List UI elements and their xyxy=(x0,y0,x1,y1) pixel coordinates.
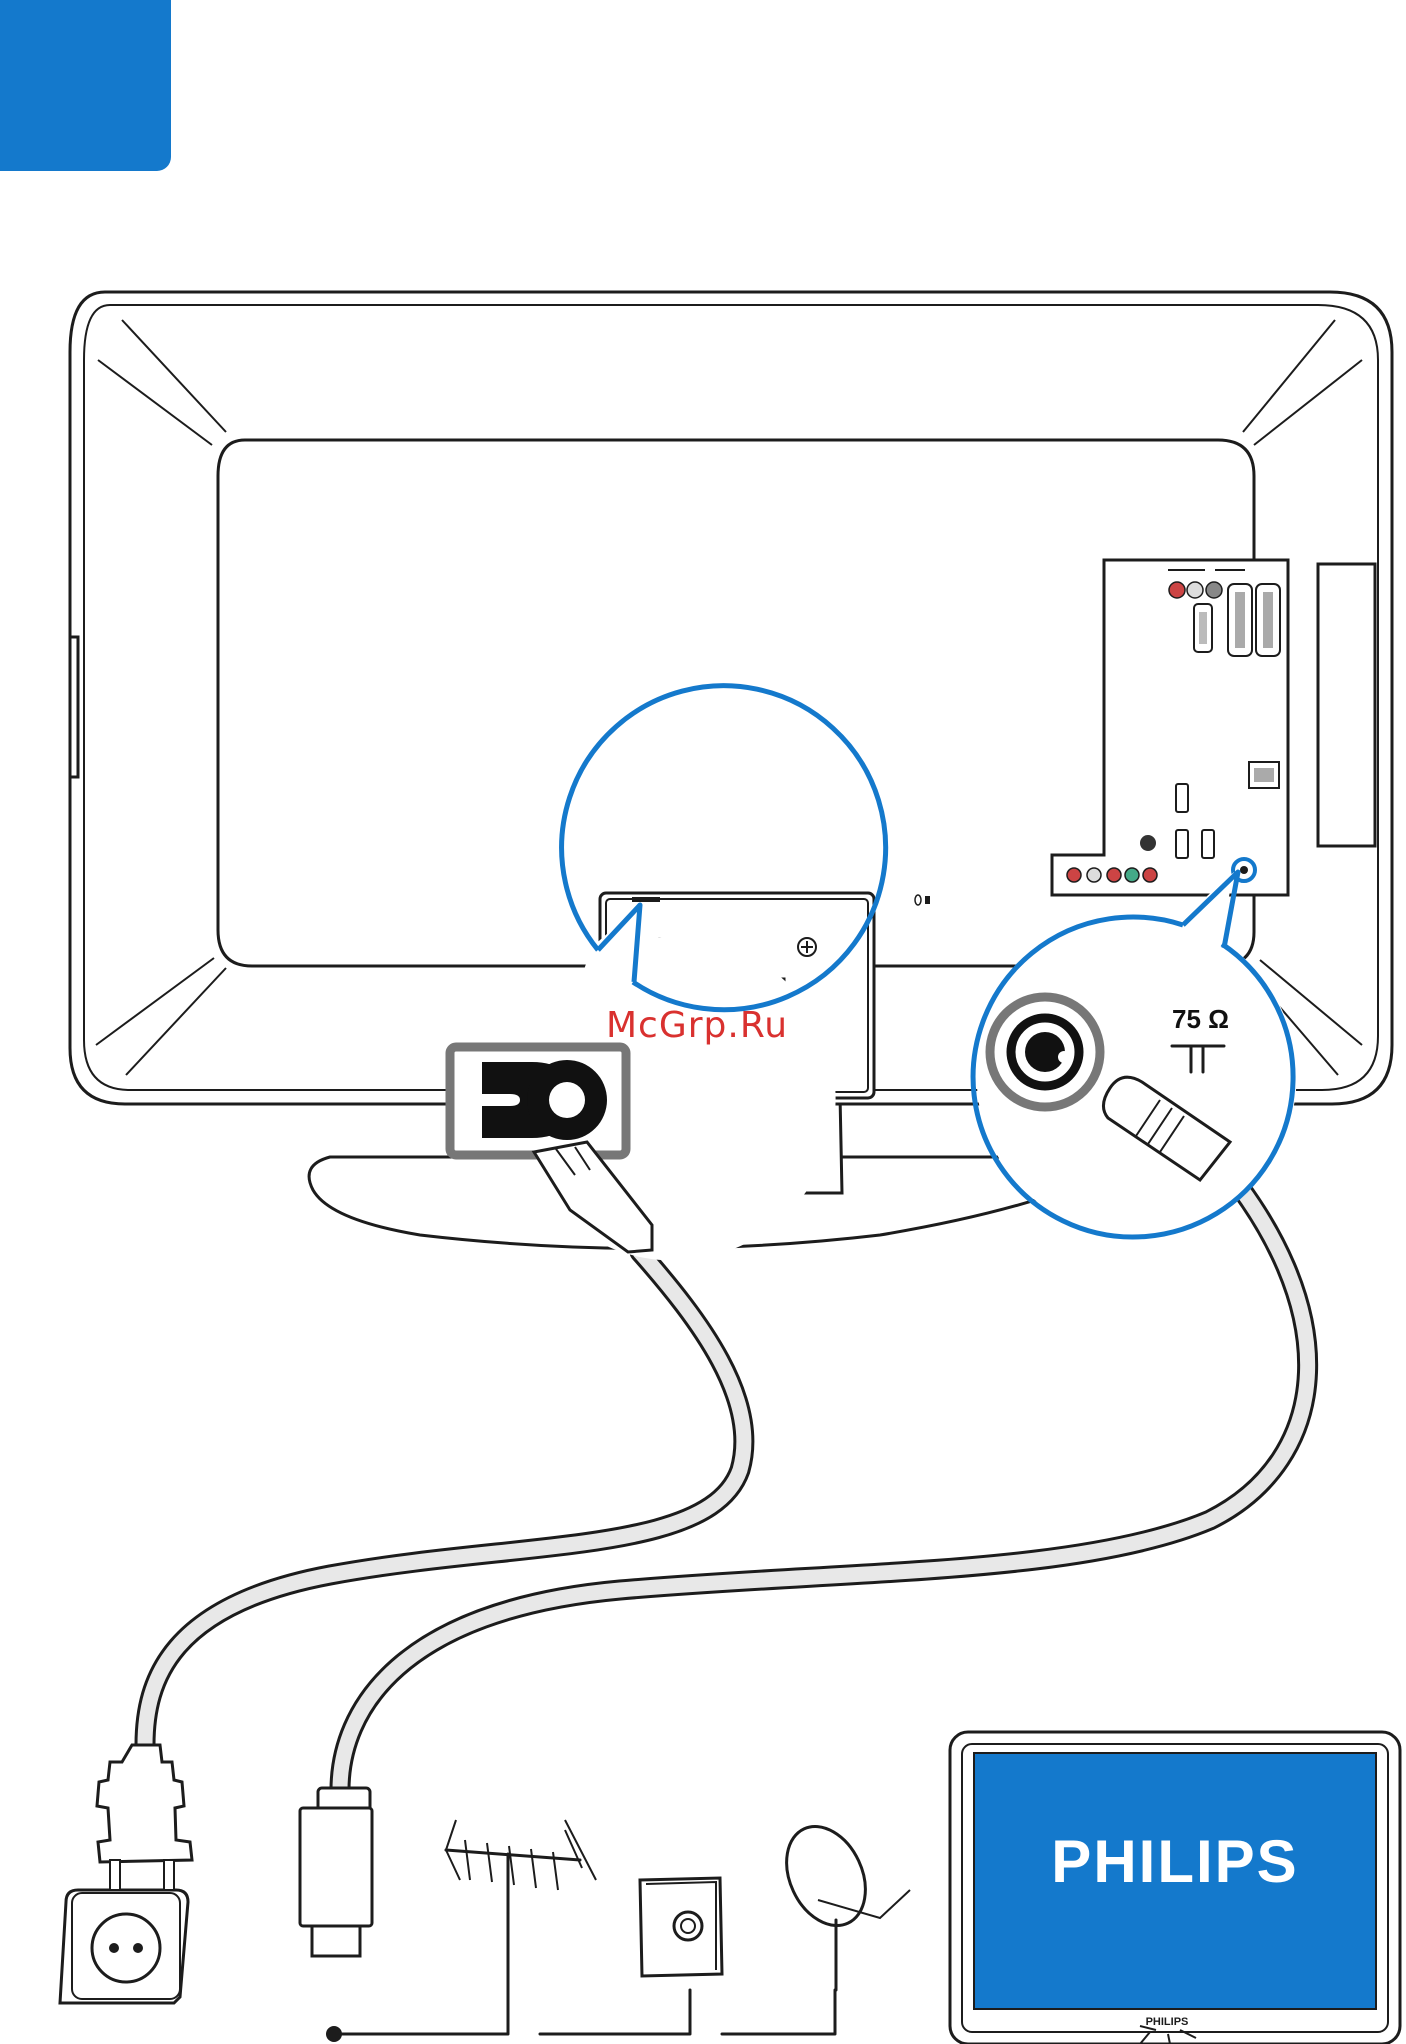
tv-screen-brand: PHILIPS xyxy=(1051,1828,1298,1895)
svg-text:75 Ω: 75 Ω xyxy=(1172,1004,1229,1034)
antenna-socket-icon xyxy=(990,997,1100,1107)
side-vent xyxy=(1318,564,1375,846)
satellite-dish-icon xyxy=(771,1814,910,1990)
mains-cable xyxy=(145,1252,744,1745)
signal-line xyxy=(326,1912,835,2042)
power-inlet-icon xyxy=(450,1047,626,1155)
wall-antenna-outlet-icon xyxy=(640,1878,722,1976)
antenna-cable xyxy=(340,1150,1308,1790)
watermark: McGrp.Ru xyxy=(606,1005,788,1046)
power-plug-icon xyxy=(97,1745,192,1890)
power-socket-icon xyxy=(60,1890,188,2003)
tv-front-icon: PHILIPS PHILIPS xyxy=(950,1732,1400,2044)
tv-bezel-brand: PHILIPS xyxy=(1146,2016,1189,2028)
digital-audio-out xyxy=(1140,835,1156,851)
aerial-antenna-icon xyxy=(446,1820,596,1912)
rf-cable-plug-icon xyxy=(300,1788,372,1956)
